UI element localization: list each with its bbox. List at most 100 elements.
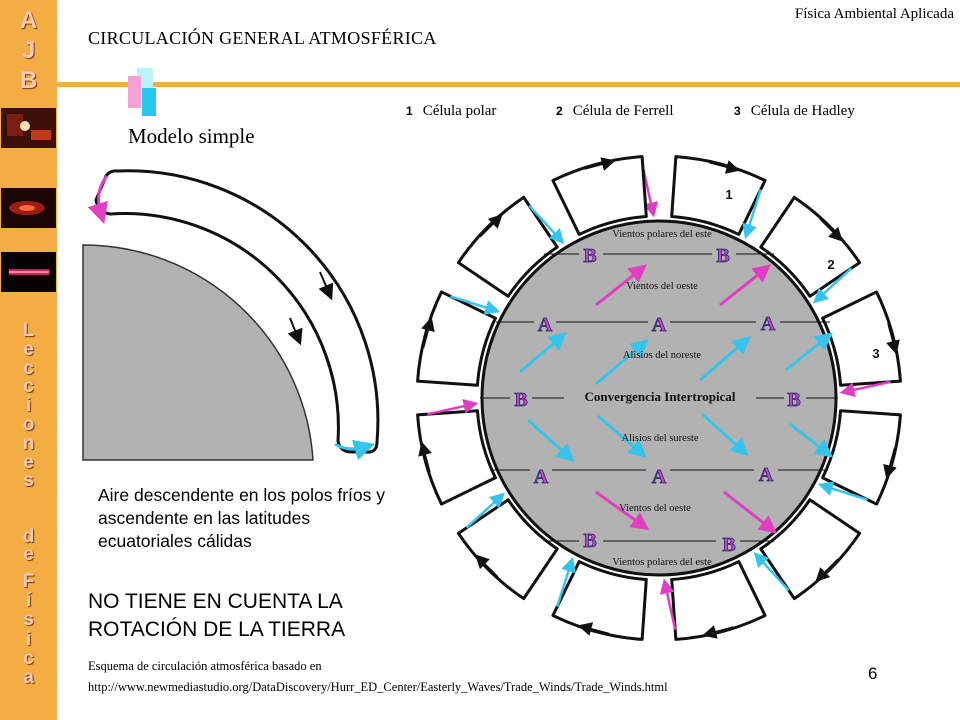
ascending-air-arrow — [556, 556, 576, 607]
cell-flow-arrow — [886, 323, 900, 355]
sidebar-letter: c — [23, 647, 34, 669]
sidebar-letter: B — [19, 67, 38, 94]
high-pressure-mark: A — [652, 466, 667, 488]
cell-flow-arrow — [418, 441, 432, 473]
label-se-trades: Alisios del sureste — [622, 433, 699, 444]
trade-wind-arrow — [789, 422, 834, 458]
sidebar-letter: J — [21, 37, 36, 64]
westerly-wind-arrow — [719, 264, 772, 307]
sidebar-letter: A — [19, 7, 38, 34]
sidebar-letter: d — [22, 526, 35, 547]
sidebar-letter: s — [23, 609, 34, 631]
trade-wind-arrow — [595, 339, 649, 386]
cell-flow-arrow — [577, 622, 610, 636]
sidebar-letter: F — [22, 571, 35, 592]
sidebar-letter: a — [23, 667, 34, 689]
sidebar-letter: o — [22, 413, 35, 435]
sidebar: A J B L e c c i o n e s d e F í s i c — [0, 0, 57, 720]
cell-number-3: 3 — [872, 346, 879, 361]
circulation-cell — [821, 290, 902, 387]
low-pressure-mark: B — [722, 534, 735, 556]
source-line-1: Esquema de circulación atmosférica basad… — [88, 659, 322, 673]
ascending-air-arrow — [753, 551, 790, 592]
flow-arrow-inner — [287, 317, 303, 346]
cell-flow-arrow — [474, 554, 499, 578]
sidebar-letter: s — [23, 470, 34, 492]
circulation-cell — [759, 498, 862, 601]
low-pressure-mark: B — [716, 245, 729, 267]
cell-flow-arrow — [815, 558, 839, 583]
westerly-wind-arrow — [595, 264, 648, 307]
course-name: Física Ambiental Aplicada — [794, 6, 954, 22]
cell-flow-arrow — [479, 213, 503, 238]
descending-air-arrow — [839, 380, 891, 398]
high-pressure-mark: A — [759, 464, 774, 486]
circulation-cell — [416, 409, 497, 506]
sidebar-letter: L — [22, 320, 35, 341]
circulation-cell — [821, 409, 902, 506]
cell-ring — [416, 155, 902, 641]
cell-number-1: 1 — [725, 187, 732, 202]
sidebar-word-de: d e — [0, 526, 57, 564]
legend-label: Célula de Ferrell — [572, 103, 674, 119]
high-pressure-mark: A — [538, 314, 553, 336]
high-pressure-mark: A — [534, 466, 549, 488]
cell-flow-arrow — [702, 625, 734, 639]
warning-text: NO TIENE EN CUENTA LA ROTACIÓN DE LA TIE… — [88, 590, 346, 641]
ascending-arrow-equator — [334, 439, 376, 461]
westerly-wind-arrow — [723, 490, 778, 534]
thumbnail-lab-photo-1 — [1, 108, 56, 148]
low-pressure-mark: B — [583, 245, 596, 267]
label-polar-easterlies-south: Vientos polares del este — [612, 557, 712, 568]
thumbnail-spectrum — [1, 252, 56, 292]
ascending-air-arrow — [742, 189, 762, 240]
label-itcz: Convergencia Intertropical — [584, 389, 735, 404]
ascending-air-arrow — [812, 267, 853, 304]
circulation-cell — [416, 290, 497, 387]
page-title: CIRCULACIÓN GENERAL ATMOSFÉRICA — [88, 28, 437, 48]
cell-number-labels: 1 2 3 — [725, 187, 879, 361]
trade-wind-arrow — [785, 332, 834, 372]
header-rule — [57, 82, 960, 87]
ascending-air-arrow — [817, 481, 868, 501]
low-pressure-mark: B — [583, 530, 596, 552]
pressure-marks: B B A A A B B A A A B B — [514, 245, 801, 557]
wind-labels: Vientos polares del este Vientos del oes… — [584, 229, 735, 568]
flow-arrow-outer — [318, 271, 334, 301]
model-label: Modelo simple — [128, 124, 255, 148]
circulation-cell — [670, 560, 767, 641]
circulation-cell — [551, 560, 648, 641]
descending-air-arrow — [659, 578, 677, 630]
cell-flow-arrow — [584, 157, 616, 171]
label-westerlies-north: Vientos del oeste — [626, 281, 698, 292]
deco-block-blue — [142, 88, 156, 116]
label-westerlies-south: Vientos del oeste — [619, 503, 691, 514]
earth-quadrant — [82, 244, 314, 461]
descending-air-arrow — [427, 398, 479, 416]
deco-block-pink — [128, 76, 141, 108]
legend-label: Célula polar — [422, 103, 497, 119]
sidebar-letter: c — [23, 357, 34, 379]
sidebar-letters-ajb: A J B — [0, 6, 57, 96]
label-ne-trades: Alisios del noreste — [623, 350, 701, 361]
description-text: Aire descendente en los polos fríos y as… — [98, 485, 385, 551]
sidebar-letter: i — [25, 628, 32, 650]
source-note: Esquema de circulación atmosférica basad… — [88, 656, 668, 698]
sidebar-letter: e — [23, 338, 34, 360]
sidebar-word-lecciones: L e c c i o n e s — [0, 320, 57, 492]
ascending-air-arrow — [450, 295, 501, 315]
high-pressure-mark: A — [761, 313, 776, 335]
cell-flow-arrow — [819, 218, 844, 242]
surface-wind-arrows — [519, 264, 834, 534]
descending-arrow-pole — [87, 175, 109, 225]
trade-wind-arrow — [597, 414, 647, 458]
low-pressure-mark: B — [514, 389, 527, 411]
ascending-air-arrow — [465, 492, 506, 529]
legend-number: 3 — [734, 104, 741, 118]
